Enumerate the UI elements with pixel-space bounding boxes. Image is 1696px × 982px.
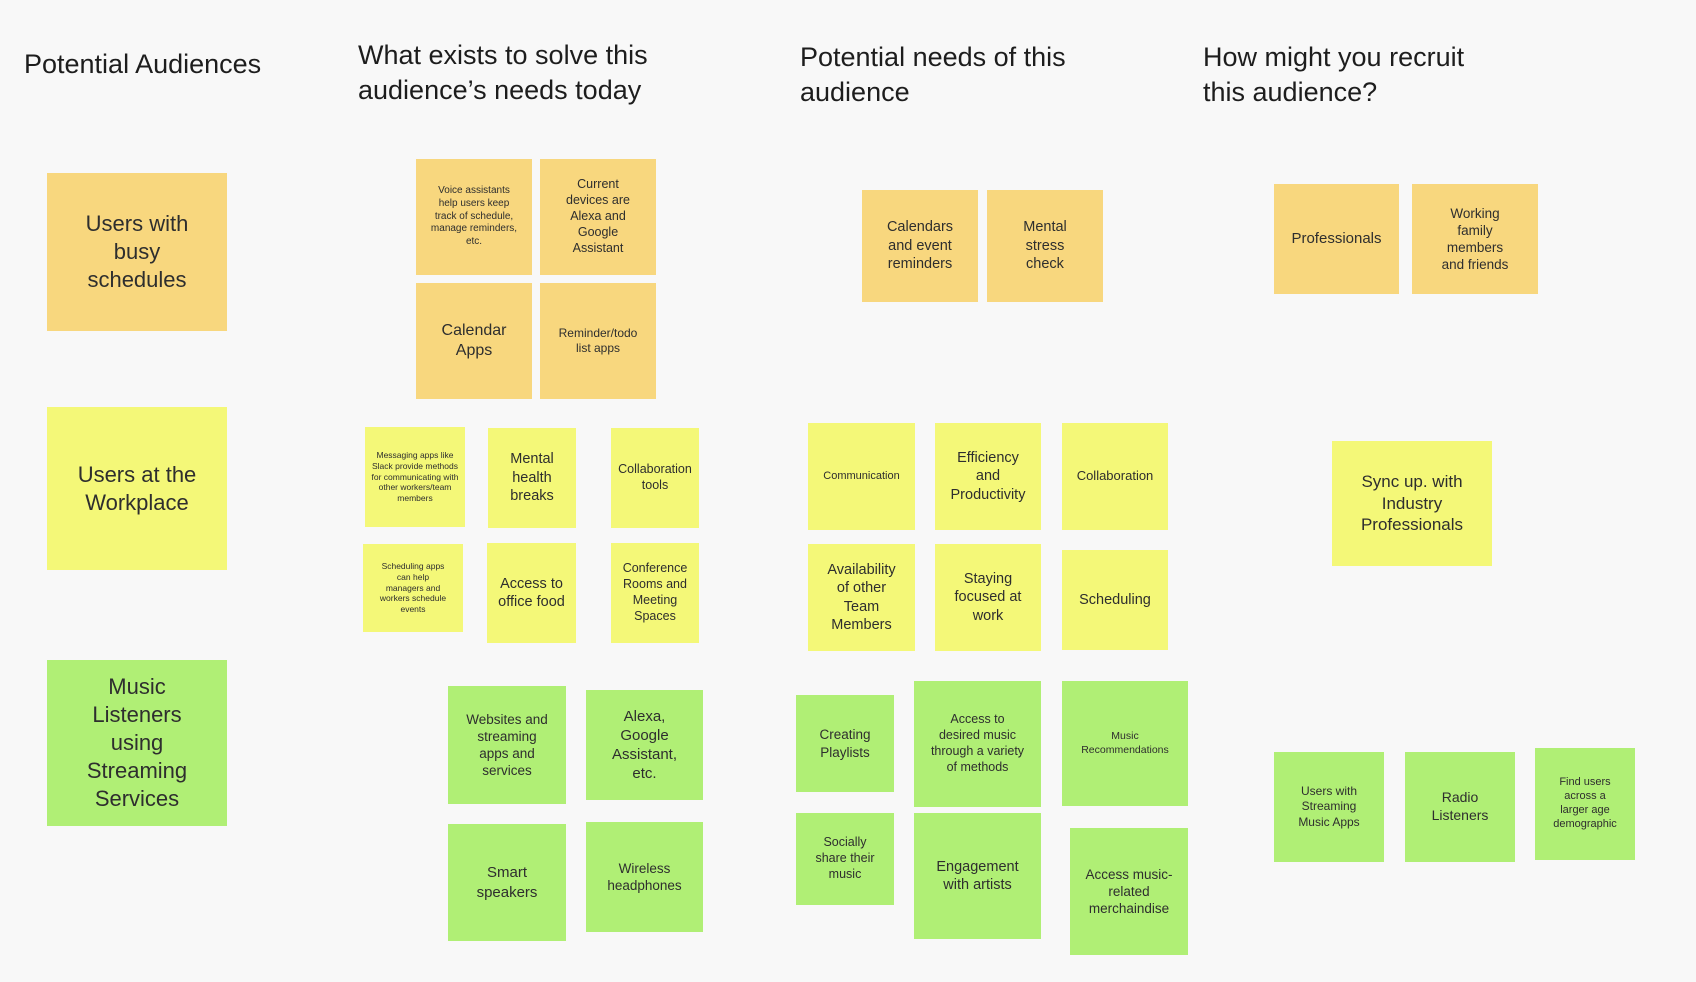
sticky-note-text: Reminder/todo list apps — [558, 325, 638, 355]
sticky-note-text: Collaboration — [1076, 468, 1154, 484]
sticky-note-calendar-apps[interactable]: Calendar Apps — [416, 283, 532, 399]
sticky-note-users-at-workplace[interactable]: Users at the Workplace — [47, 407, 227, 570]
sticky-note-text: Smart speakers — [476, 864, 538, 901]
sticky-note-creating-playlists[interactable]: Creating Playlists — [796, 695, 894, 792]
sticky-note-text: Socially share their music — [815, 835, 875, 881]
sticky-note-text: Music Recommendations — [1081, 730, 1169, 756]
sticky-note-text: Mental stress check — [1023, 219, 1067, 273]
sticky-note-access-desired-music[interactable]: Access to desired music through a variet… — [914, 681, 1041, 807]
sticky-note-scheduling[interactable]: Scheduling — [1062, 550, 1168, 650]
sticky-note-text: Access to office food — [498, 575, 565, 610]
sticky-note-smart-speakers[interactable]: Smart speakers — [448, 824, 566, 941]
sticky-note-text: Staying focused at work — [954, 570, 1022, 624]
sticky-note-websites-streaming-apps[interactable]: Websites and streaming apps and services — [448, 686, 566, 804]
sticky-note-scheduling-apps[interactable]: Scheduling apps can help managers and wo… — [363, 544, 463, 632]
column-header-what-exists: What exists to solve this audience’s nee… — [358, 40, 648, 106]
sticky-note-text: Efficiency and Productivity — [950, 449, 1026, 503]
sticky-note-text: Mental health breaks — [510, 451, 554, 505]
sticky-note-users-busy-schedules[interactable]: Users with busy schedules — [47, 173, 227, 331]
sticky-note-text: Sync up. with Industry Professionals — [1360, 472, 1464, 535]
sticky-note-efficiency-productivity[interactable]: Efficiency and Productivity — [935, 423, 1041, 530]
sticky-note-reminder-todo-apps[interactable]: Reminder/todo list apps — [540, 283, 656, 399]
column-header-potential-needs: Potential needs of this audience — [800, 42, 1066, 108]
sticky-note-availability-team-members[interactable]: Availability of other Team Members — [808, 544, 915, 651]
sticky-note-text: Engagement with artists — [936, 858, 1019, 893]
sticky-note-text: Access music-related merchaindise — [1085, 866, 1173, 917]
sticky-note-text: Wireless headphones — [607, 860, 682, 893]
sticky-note-working-family-members[interactable]: Working family members and friends — [1412, 184, 1538, 294]
sticky-note-engagement-with-artists[interactable]: Engagement with artists — [914, 813, 1041, 939]
sticky-note-text: Scheduling — [1079, 591, 1151, 608]
sticky-note-sync-industry-professionals[interactable]: Sync up. with Industry Professionals — [1332, 441, 1492, 566]
sticky-note-users-streaming-music-apps[interactable]: Users with Streaming Music Apps — [1274, 752, 1384, 862]
sticky-note-text: Current devices are Alexa and Google Ass… — [566, 177, 630, 255]
sticky-note-text: Scheduling apps can help managers and wo… — [379, 561, 447, 615]
sticky-note-find-users-demographic[interactable]: Find users across a larger age demograph… — [1535, 748, 1635, 860]
sticky-note-text: Professionals — [1291, 230, 1382, 248]
sticky-note-messaging-apps-slack[interactable]: Messaging apps like Slack provide method… — [365, 427, 465, 527]
sticky-note-music-recommendations[interactable]: Music Recommendations — [1062, 681, 1188, 806]
sticky-note-text: Alexa, Google Assistant, etc. — [611, 707, 678, 783]
sticky-note-text: Conference Rooms and Meeting Spaces — [622, 561, 688, 623]
sticky-note-wireless-headphones[interactable]: Wireless headphones — [586, 822, 703, 932]
sticky-note-text: Collaboration tools — [618, 462, 692, 492]
sticky-note-text: Users with Streaming Music Apps — [1298, 784, 1360, 829]
sticky-note-text: Calendars and event reminders — [886, 219, 954, 273]
sticky-note-alexa-google-assistant[interactable]: Alexa, Google Assistant, etc. — [586, 690, 703, 800]
sticky-note-communication[interactable]: Communication — [808, 423, 915, 530]
sticky-note-voice-assistants[interactable]: Voice assistants help users keep track o… — [416, 159, 532, 275]
sticky-note-text: Music Listeners using Streaming Services — [86, 674, 188, 811]
sticky-note-mental-stress-check[interactable]: Mental stress check — [987, 190, 1103, 302]
sticky-note-text: Find users across a larger age demograph… — [1553, 776, 1617, 830]
sticky-note-text: Voice assistants help users keep track o… — [430, 185, 518, 248]
sticky-note-text: Availability of other Team Members — [827, 561, 896, 633]
sticky-note-text: Users with busy schedules — [85, 211, 189, 292]
sticky-note-mental-health-breaks[interactable]: Mental health breaks — [488, 428, 576, 528]
sticky-note-text: Users at the Workplace — [77, 461, 197, 515]
sticky-note-conference-rooms[interactable]: Conference Rooms and Meeting Spaces — [611, 543, 699, 643]
sticky-note-socially-share-music[interactable]: Socially share their music — [796, 813, 894, 905]
column-header-how-recruit: How might you recruit this audience? — [1203, 42, 1465, 108]
sticky-note-text: Websites and streaming apps and services — [466, 711, 548, 779]
sticky-note-access-merchandise[interactable]: Access music-related merchaindise — [1070, 828, 1188, 955]
sticky-note-radio-listeners[interactable]: Radio Listeners — [1405, 752, 1515, 862]
sticky-note-current-devices[interactable]: Current devices are Alexa and Google Ass… — [540, 159, 656, 275]
sticky-note-staying-focused-work[interactable]: Staying focused at work — [935, 544, 1041, 651]
column-header-potential-audiences: Potential Audiences — [24, 49, 262, 79]
sticky-note-professionals[interactable]: Professionals — [1274, 184, 1399, 294]
sticky-note-text: Working family members and friends — [1441, 205, 1509, 273]
sticky-note-text: Communication — [823, 469, 900, 482]
sticky-note-collaboration-tools[interactable]: Collaboration tools — [611, 428, 699, 528]
sticky-note-access-office-food[interactable]: Access to office food — [487, 543, 576, 643]
sticky-note-text: Calendar Apps — [441, 321, 507, 359]
sticky-note-calendars-event-reminders[interactable]: Calendars and event reminders — [862, 190, 978, 302]
sticky-note-text: Creating Playlists — [819, 727, 871, 760]
sticky-note-text: Access to desired music through a variet… — [930, 712, 1025, 774]
sticky-note-music-listeners-streaming[interactable]: Music Listeners using Streaming Services — [47, 660, 227, 826]
sticky-note-text: Messaging apps like Slack provide method… — [371, 450, 459, 504]
sticky-note-collaboration[interactable]: Collaboration — [1062, 423, 1168, 530]
sticky-note-text: Radio Listeners — [1431, 789, 1489, 823]
